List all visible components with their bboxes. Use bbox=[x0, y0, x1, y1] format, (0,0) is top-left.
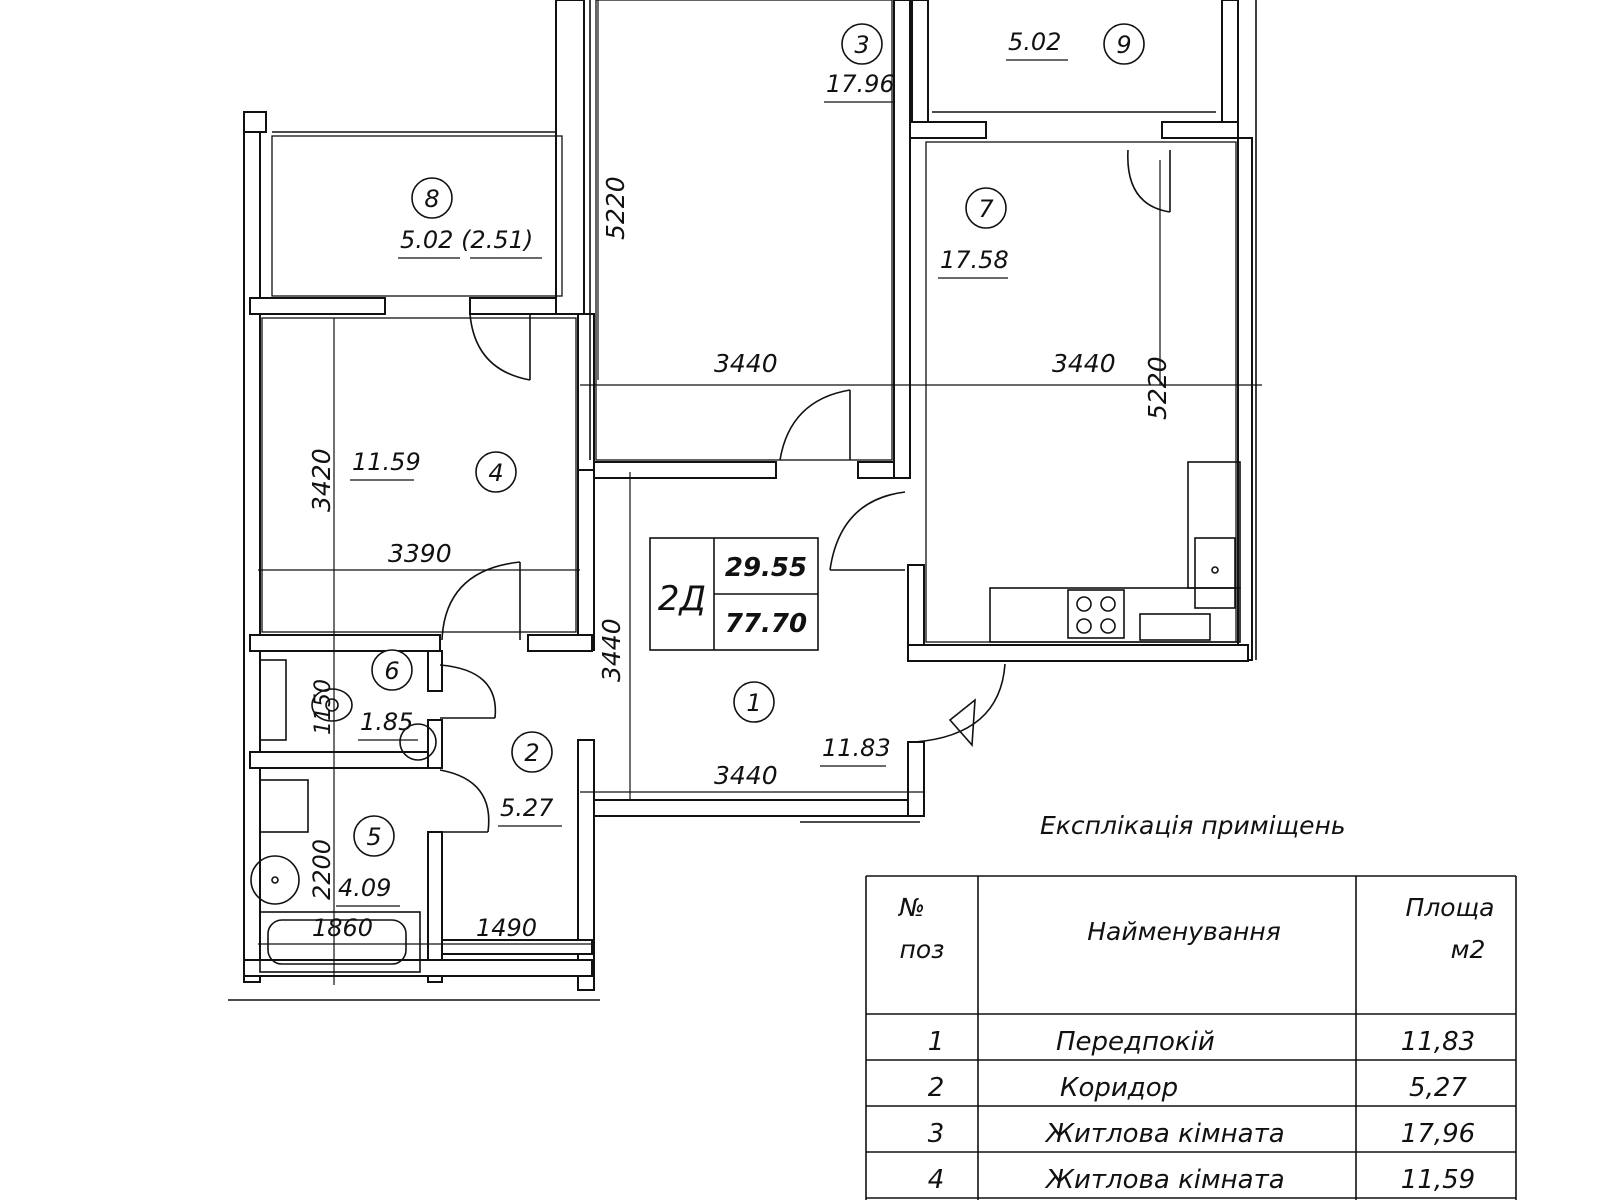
table-row: 2 Коридор 5,27 bbox=[928, 1073, 1468, 1103]
dim-5220-right: 5220 bbox=[1143, 356, 1172, 420]
room-area-1: 11.83 bbox=[822, 734, 891, 762]
room-marker-4 bbox=[475, 451, 517, 493]
room-area-6: 1.85 bbox=[360, 708, 413, 736]
dim-3440-top-right: 3440 bbox=[1052, 349, 1116, 378]
explication-table bbox=[865, 875, 1517, 1200]
row-num: 1 bbox=[928, 1027, 945, 1057]
room-marker-5 bbox=[353, 815, 395, 857]
stove-icon bbox=[1067, 589, 1211, 641]
bathtub-icon bbox=[259, 779, 421, 973]
dimension-lines bbox=[258, 0, 1262, 985]
room-number-7: 7 bbox=[978, 195, 994, 223]
room-area-4: 11.59 bbox=[352, 448, 421, 476]
sink-icon bbox=[250, 723, 437, 905]
row-name: Житлова кімната bbox=[1044, 1119, 1285, 1149]
dim-3390: 3390 bbox=[388, 539, 452, 568]
row-num: 2 bbox=[928, 1073, 945, 1103]
apartment-type: 2Д bbox=[658, 579, 706, 619]
row-name: Житлова кімната bbox=[1044, 1165, 1285, 1195]
kitchen-counter bbox=[989, 461, 1241, 643]
dim-3440-vertical: 3440 bbox=[597, 618, 626, 682]
header-num-line2: поз bbox=[900, 935, 945, 964]
room-area-5: 4.09 bbox=[338, 874, 391, 902]
room-marker-1 bbox=[733, 681, 775, 723]
dim-1860: 1860 bbox=[312, 914, 373, 942]
row-num: 4 bbox=[928, 1165, 945, 1195]
table-row: 3 Житлова кімната 17,96 bbox=[928, 1119, 1475, 1149]
room-area-9: 5.02 bbox=[1008, 28, 1061, 56]
room-number-6: 6 bbox=[384, 657, 399, 685]
room-area-8: 5.02 (2.51) bbox=[400, 226, 533, 254]
row-name: Коридор bbox=[1060, 1073, 1178, 1103]
room-number-4: 4 bbox=[488, 459, 503, 487]
room-marker-9 bbox=[1103, 23, 1145, 65]
room-number-3: 3 bbox=[854, 31, 869, 59]
dim-3440-bottom: 3440 bbox=[714, 761, 778, 790]
room-marker-2 bbox=[511, 731, 553, 773]
room-marker-6 bbox=[371, 649, 413, 691]
table-row: 4 Житлова кімната 11,59 bbox=[928, 1165, 1475, 1195]
total-area: 77.70 bbox=[725, 609, 807, 639]
toilet-icon bbox=[259, 659, 353, 741]
room-area-3: 17.96 bbox=[826, 70, 895, 98]
apartment-label-box bbox=[649, 537, 819, 651]
dim-2200: 2200 bbox=[308, 839, 336, 900]
room-area-7: 17.58 bbox=[940, 246, 1009, 274]
table-row: 1 Передпокій 11,83 bbox=[928, 1027, 1475, 1057]
explication-title: Експлікація приміщень bbox=[1040, 811, 1346, 840]
room-number-8: 8 bbox=[424, 185, 439, 213]
kitchen-sink-icon bbox=[1194, 537, 1236, 609]
room-number-2: 2 bbox=[524, 739, 539, 767]
dim-1490: 1490 bbox=[476, 914, 537, 942]
row-area: 11,59 bbox=[1401, 1165, 1475, 1195]
room-marker-3 bbox=[841, 23, 883, 65]
room-marker-8 bbox=[411, 177, 453, 219]
room-number-9: 9 bbox=[1116, 31, 1131, 59]
row-area: 11,83 bbox=[1401, 1027, 1475, 1057]
header-area-line2: м2 bbox=[1451, 935, 1486, 964]
header-name: Найменування bbox=[1087, 917, 1281, 946]
living-area: 29.55 bbox=[725, 553, 807, 583]
walls bbox=[243, 0, 1253, 991]
room-number-1: 1 bbox=[746, 689, 761, 717]
row-num: 3 bbox=[928, 1119, 945, 1149]
door-swing-icon bbox=[439, 149, 1171, 833]
row-area: 17,96 bbox=[1401, 1119, 1475, 1149]
room-area-2: 5.27 bbox=[500, 794, 554, 822]
room-marker-7 bbox=[965, 187, 1007, 229]
dim-1150: 1150 bbox=[311, 679, 336, 735]
dim-5220-left: 5220 bbox=[601, 176, 630, 240]
header-num-line1: № bbox=[897, 893, 925, 922]
entrance-triangle-icon bbox=[948, 698, 976, 747]
dim-3420: 3420 bbox=[307, 448, 336, 512]
row-area: 5,27 bbox=[1409, 1073, 1467, 1103]
row-name: Передпокій bbox=[1056, 1027, 1215, 1057]
room-number-5: 5 bbox=[366, 823, 381, 851]
dim-3440-top-left: 3440 bbox=[714, 349, 778, 378]
header-area-line1: Площа bbox=[1406, 893, 1495, 922]
